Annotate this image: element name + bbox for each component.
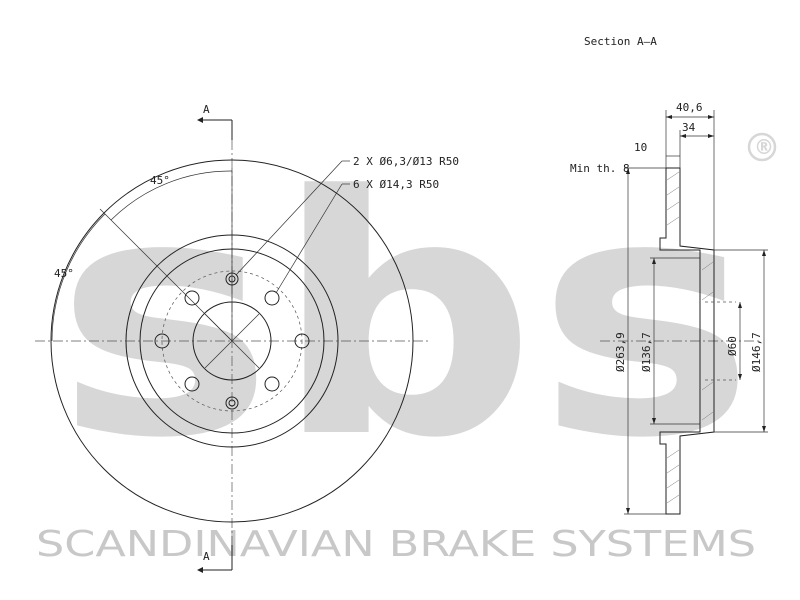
section-marker-top: A	[203, 103, 210, 116]
dim-hat-diameter: Ø146,7	[750, 332, 763, 372]
section-marker-bottom: A	[203, 550, 210, 563]
section-title: Section A–A	[584, 35, 657, 48]
dim-bore: Ø60	[726, 336, 739, 356]
dim-hat-width: 34	[682, 121, 696, 134]
disc-outer-edge	[50, 159, 414, 523]
logo-text: sbs	[55, 126, 755, 510]
wheel-bolt-holes	[154, 290, 310, 392]
dim-thickness: 10	[634, 141, 647, 154]
brand-name: SCANDINAVIAN BRAKE SYSTEMS	[36, 524, 756, 565]
vertical-dimensions: Ø263,9 Ø136,7 Ø60 Ø146,7	[614, 167, 768, 515]
dim-overall-width: 40,6	[676, 101, 703, 114]
callout-fixing-holes: 2 X Ø6,3/Ø13 R50	[353, 155, 459, 168]
section-view: 40,6 34 10 Min th. 8 Ø263,9 Ø136,7 Ø60 Ø…	[570, 101, 768, 515]
dim-hat-outer-diameter: Ø136,7	[640, 332, 653, 372]
callout-bolt-holes: 6 X Ø14,3 R50	[353, 178, 439, 191]
registered-icon	[747, 132, 777, 162]
front-view: A A	[35, 103, 459, 573]
angle-label-left: 45°	[54, 267, 74, 280]
registered-mark: ®	[754, 135, 774, 159]
dim-min-thickness: Min th. 8	[570, 162, 630, 175]
bolt-circle	[161, 270, 303, 412]
dim-outer-diameter: Ø263,9	[614, 332, 627, 372]
angle-label-top: 45°	[150, 174, 170, 187]
sbs-logo-watermark: sbs ®	[55, 126, 777, 510]
